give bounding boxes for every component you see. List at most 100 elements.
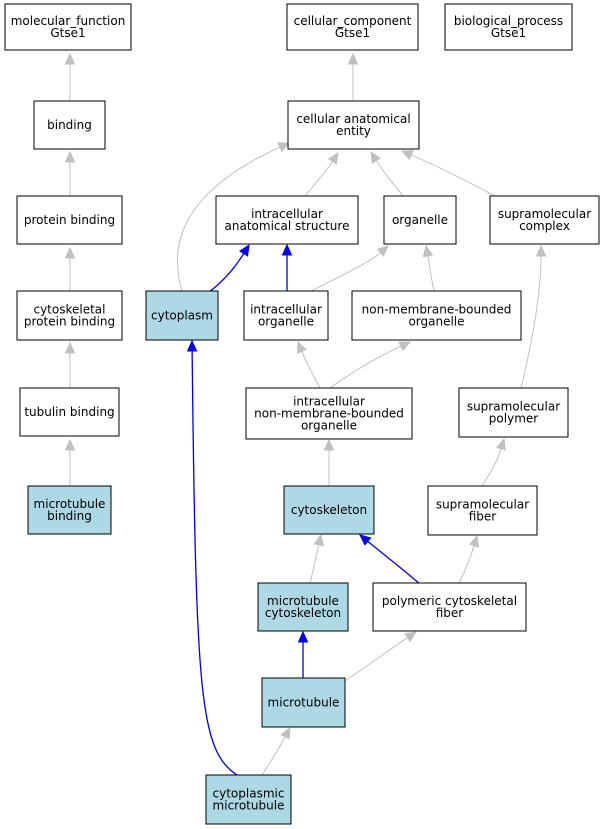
- arrowhead-icon: [422, 244, 434, 258]
- arrowhead-icon: [359, 534, 372, 546]
- edge-cytoplasm-to-cellular_anatomical_entity: [177, 142, 291, 292]
- node-label-line: supramolecular: [436, 498, 529, 512]
- node-label-line: tubulin binding: [24, 405, 114, 419]
- node-label-line: organelle: [408, 315, 464, 329]
- edge-line: [309, 544, 320, 584]
- node-label-line: biological_process: [454, 14, 563, 28]
- edge-line: [520, 255, 542, 389]
- edge-line: [301, 351, 321, 389]
- edge-line: [344, 637, 408, 682]
- edge-line: [177, 146, 281, 292]
- node-cytoskeleton[interactable]: cytoskeleton: [283, 485, 375, 535]
- node-label-line: supramolecular: [467, 400, 560, 414]
- edge-intracellular_anatomical_structure-to-cellular_anatomical_entity: [304, 151, 339, 197]
- node-box: [427, 485, 538, 536]
- node-box: [372, 582, 527, 632]
- node-box: [16, 195, 123, 245]
- arrowhead-icon: [400, 150, 414, 160]
- node-box: [243, 290, 329, 341]
- edge-cellular_anatomical_entity-to-cellular_component: [347, 52, 359, 101]
- node-intracellular-non-membrane-bounded-organelle[interactable]: intracellularnon-membrane-boundedorganel…: [245, 387, 413, 440]
- node-organelle[interactable]: organelle: [383, 195, 457, 245]
- edge-intracellular_non_membrane_bounded_organelle-to-intracellular_organelle: [297, 340, 321, 389]
- node-box: [4, 3, 132, 51]
- node-label-line: anatomical structure: [225, 219, 350, 233]
- node-label-line: microtubule: [268, 696, 340, 710]
- node-microtubule[interactable]: microtubule: [261, 677, 346, 728]
- node-label-line: cytoplasmic: [213, 787, 285, 801]
- edge-line: [191, 350, 238, 776]
- edge-supramolecular_fiber-to-supramolecular_polymer: [481, 437, 506, 487]
- edge-microtubule_cytoskeleton-to-cytoskeleton: [309, 533, 324, 584]
- node-label-line: Gtse1: [335, 26, 370, 40]
- arrowhead-icon: [327, 151, 339, 165]
- edge-intracellular_organelle-to-intracellular_anatomical_structure: [281, 243, 293, 291]
- node-tubulin-binding[interactable]: tubulin binding: [19, 387, 120, 437]
- arrowhead-icon: [64, 150, 76, 163]
- node-box: [19, 387, 120, 437]
- arrowhead-icon: [323, 438, 335, 451]
- node-label-line: molecular_function: [11, 14, 126, 28]
- arrowhead-icon: [347, 52, 359, 65]
- edge-line: [208, 253, 245, 293]
- edge-line: [367, 540, 421, 585]
- node-box: [351, 290, 522, 341]
- node-protein-binding[interactable]: protein binding: [16, 195, 123, 245]
- arrowhead-icon: [404, 631, 418, 643]
- arrowhead-icon: [535, 244, 547, 257]
- node-box: [287, 100, 420, 150]
- node-cytoplasm[interactable]: cytoplasm: [145, 290, 219, 341]
- edge-line: [411, 154, 496, 197]
- node-binding[interactable]: binding: [33, 100, 106, 150]
- edges-layer: [64, 52, 547, 776]
- node-box: [27, 485, 112, 535]
- arrowhead-icon: [468, 534, 480, 548]
- edge-line: [304, 161, 333, 197]
- node-box: [205, 774, 292, 825]
- edge-cytoplasm-to-intracellular_anatomical_structure: [208, 243, 250, 293]
- node-label-line: Gtse1: [50, 26, 85, 40]
- arrowhead-icon: [238, 243, 250, 257]
- edge-microtubule_binding-to-tubulin_binding: [64, 438, 76, 486]
- node-label-line: polymer: [489, 412, 538, 426]
- edge-intracellular_organelle-to-organelle: [310, 245, 389, 292]
- edge-supramolecular_polymer-to-supramolecular_complex: [520, 244, 547, 389]
- node-label-line: microtubule: [34, 497, 106, 511]
- node-box: [458, 387, 569, 438]
- node-label-line: binding: [47, 118, 92, 132]
- edge-tubulin_binding-to-cytoskeletal_protein_binding: [64, 341, 76, 388]
- edge-cytoskeletal_protein_binding-to-protein_binding: [64, 246, 76, 291]
- arrowhead-icon: [297, 340, 307, 354]
- edge-supramolecular_complex-to-cellular_anatomical_entity: [400, 150, 496, 197]
- node-label-line: cytoplasm: [151, 309, 213, 323]
- edge-cytoplasmic_microtubule-to-cytoplasm: [186, 339, 238, 776]
- node-box: [444, 3, 573, 51]
- nodes-layer: molecular_functionGtse1cellular_componen…: [4, 3, 600, 825]
- edge-microtubule-to-polymeric_cytoskeletal_fiber: [344, 631, 418, 682]
- edge-binding-to-molecular_function: [64, 52, 76, 101]
- node-label-line: microtubule: [213, 799, 285, 813]
- node-box: [283, 485, 375, 535]
- edge-protein_binding-to-binding: [64, 150, 76, 196]
- edge-line: [458, 545, 475, 584]
- node-label-line: cellular_component: [294, 14, 412, 28]
- arrowhead-icon: [64, 52, 76, 65]
- edge-cytoskeleton-to-intracellular_non_membrane_bounded_organelle: [323, 438, 335, 486]
- node-label-line: intracellular: [250, 303, 322, 317]
- node-label-line: supramolecular: [498, 207, 591, 221]
